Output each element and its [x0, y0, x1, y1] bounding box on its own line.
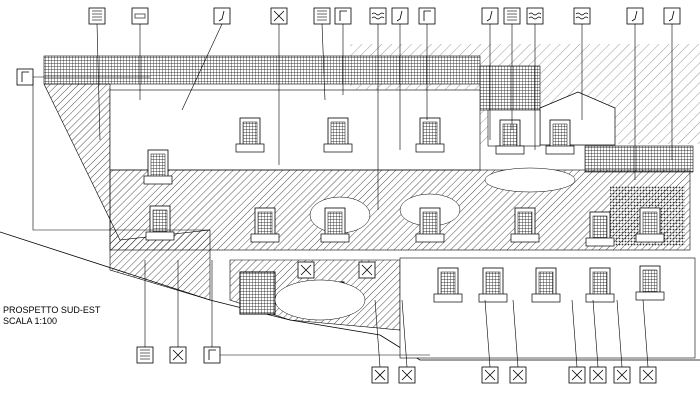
window	[585, 267, 615, 303]
hatch-lines-symbol-icon	[88, 7, 106, 25]
ladder-symbol-icon	[503, 7, 521, 25]
window	[143, 149, 173, 185]
crack-symbol-icon	[481, 7, 499, 25]
window	[145, 205, 175, 241]
window	[415, 117, 445, 153]
stain-symbol-icon	[371, 366, 389, 384]
window	[320, 207, 350, 243]
window	[510, 207, 540, 243]
hatch-lines-symbol-icon	[313, 7, 331, 25]
window-frame-symbol-icon	[131, 7, 149, 25]
window	[250, 207, 280, 243]
window	[433, 267, 463, 303]
crack-symbol-icon	[626, 7, 644, 25]
drawing-scale: SCALA 1:100	[3, 316, 58, 326]
wave-symbol-icon	[573, 7, 591, 25]
crack-symbol-icon	[213, 7, 231, 25]
bracket-symbol-icon	[418, 7, 436, 25]
bracket-symbol-icon	[203, 346, 221, 364]
window	[545, 119, 575, 155]
window	[635, 207, 665, 243]
wave-symbol-icon	[369, 7, 387, 25]
window	[531, 267, 561, 303]
stain-symbol-icon	[509, 366, 527, 384]
bracket-symbol-icon	[334, 7, 352, 25]
cross-out-symbol-icon	[270, 7, 288, 25]
wave-symbol-icon	[526, 7, 544, 25]
window	[495, 119, 525, 155]
stain-symbol-icon	[639, 366, 657, 384]
roof-right	[479, 65, 541, 111]
window	[235, 117, 265, 153]
drawing-title: PROSPETTO SUD-EST	[3, 305, 101, 315]
stain-symbol-icon	[568, 366, 586, 384]
stain-symbol-icon	[398, 366, 416, 384]
stain-symbol-icon	[481, 366, 499, 384]
window	[585, 211, 615, 247]
door	[239, 271, 276, 315]
bracket-symbol-icon	[16, 68, 34, 86]
window	[415, 207, 445, 243]
plaster-patch	[484, 167, 576, 193]
crack-symbol-icon	[391, 7, 409, 25]
window	[635, 265, 665, 301]
stain-symbol-icon	[297, 261, 315, 279]
window	[323, 117, 353, 153]
stain-symbol-icon	[589, 366, 607, 384]
cross-out-symbol-icon	[169, 346, 187, 364]
stain-symbol-icon	[358, 261, 376, 279]
roof-far-right	[584, 145, 694, 173]
window	[478, 267, 508, 303]
ladder-symbol-icon	[136, 346, 154, 364]
stain-symbol-icon	[613, 366, 631, 384]
roof	[43, 55, 481, 85]
upper-wall	[109, 89, 481, 171]
crack-symbol-icon	[663, 7, 681, 25]
plaster-patch	[274, 279, 366, 321]
